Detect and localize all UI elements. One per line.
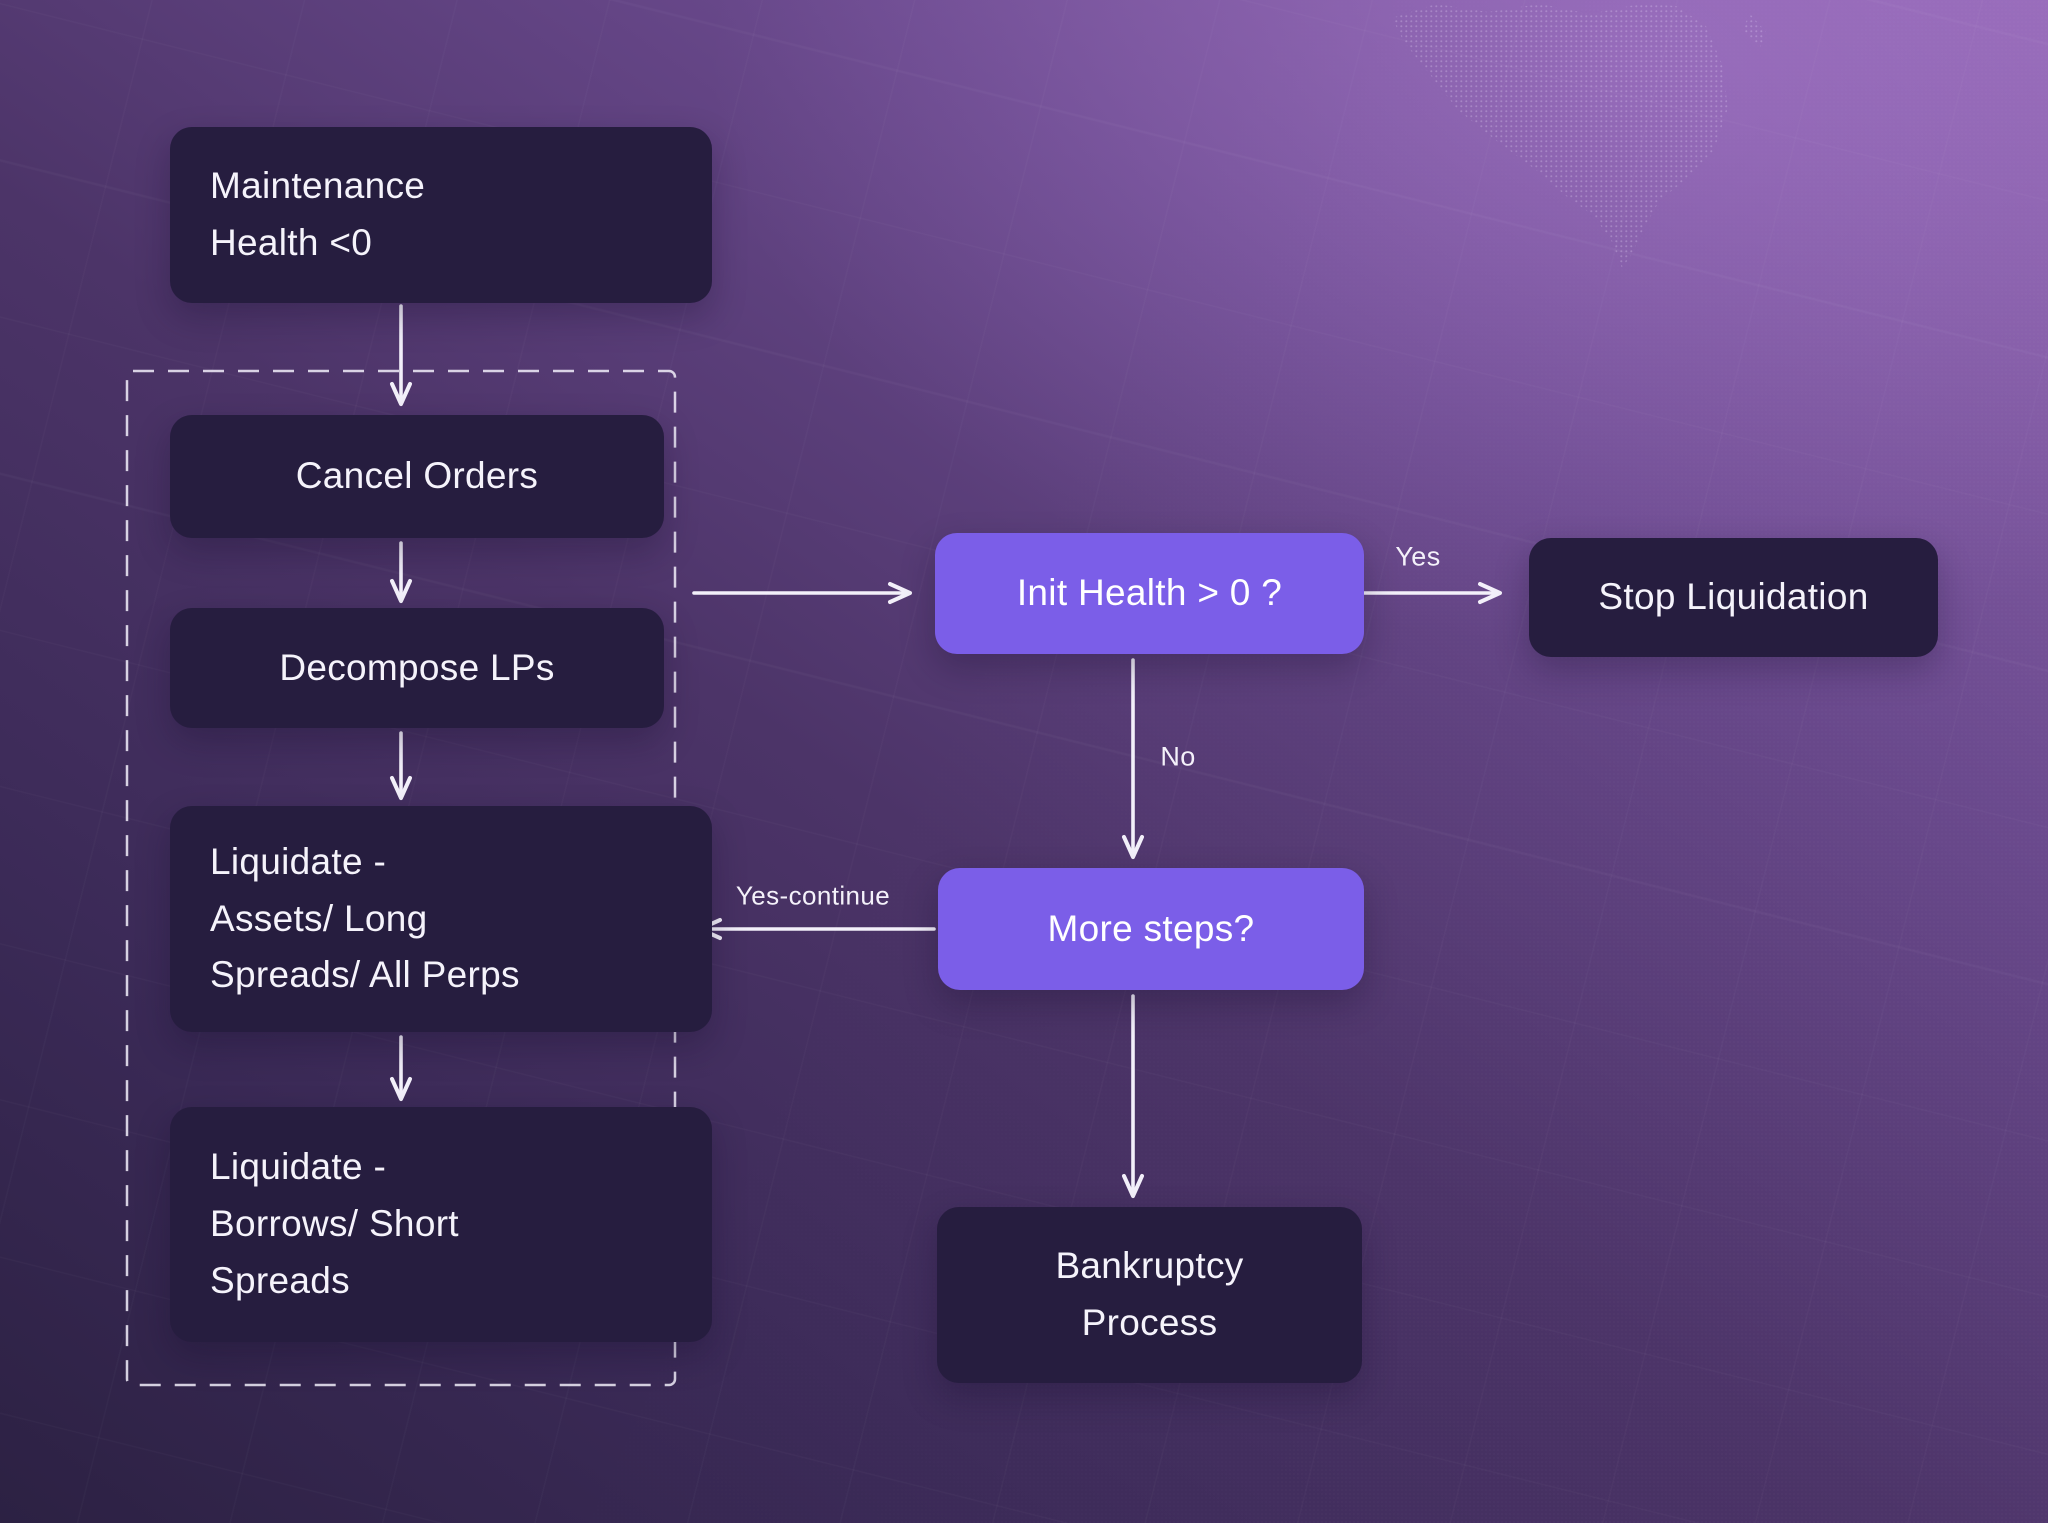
node-stop-liquidation: Stop Liquidation [1529, 538, 1938, 657]
liquidation-steps-group-border [125, 369, 677, 1387]
node-stop-liquidation-label: Stop Liquidation [1598, 576, 1869, 618]
node-liquidate-assets-label: Liquidate - Assets/ Long Spreads/ All Pe… [210, 840, 520, 996]
node-cancel-orders-label: Cancel Orders [295, 455, 539, 497]
node-maintenance-health-label: Maintenance Health <0 [210, 165, 426, 263]
node-maintenance-health: Maintenance Health <0 [170, 127, 712, 303]
node-more-steps-decision-label: More steps? [1047, 907, 1255, 949]
node-cancel-orders: Cancel Orders [170, 415, 664, 538]
map-dots-texture [1392, 4, 1766, 268]
node-init-health-decision-label: Init Health > 0 ? [1016, 572, 1283, 614]
node-decompose-lps: Decompose LPs [170, 608, 664, 728]
node-decompose-lps-label: Decompose LPs [279, 646, 555, 688]
edge-label-no: No [1160, 741, 1196, 772]
node-liquidate-assets: Liquidate - Assets/ Long Spreads/ All Pe… [170, 806, 712, 1032]
node-bankruptcy-process-label: Bankruptcy Process [1055, 1245, 1244, 1343]
node-liquidate-borrows: Liquidate - Borrows/ Short Spreads [170, 1107, 712, 1342]
node-bankruptcy-process: Bankruptcy Process [937, 1207, 1362, 1383]
edge-label-yes-continue: Yes-continue [735, 880, 891, 911]
node-more-steps-decision: More steps? [938, 868, 1364, 990]
edge-label-yes: Yes [1395, 541, 1441, 572]
node-liquidate-borrows-label: Liquidate - Borrows/ Short Spreads [210, 1146, 459, 1301]
node-init-health-decision: Init Health > 0 ? [935, 533, 1364, 654]
